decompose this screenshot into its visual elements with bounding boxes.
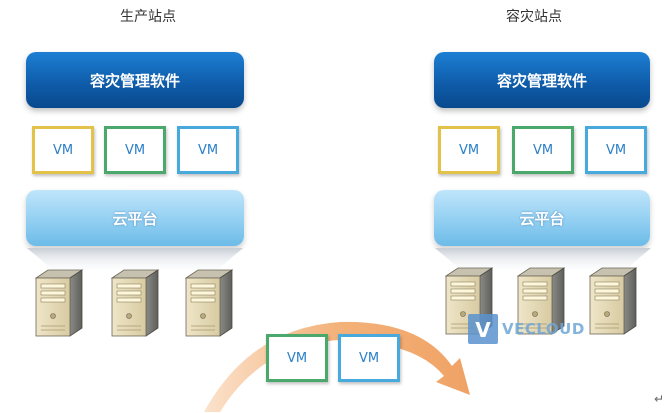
vecloud-watermark-text: VECLOUD — [502, 320, 585, 338]
paragraph-return-mark: ↵ — [654, 392, 665, 406]
dr-platform-funnel — [435, 248, 651, 270]
vecloud-logo-icon: V — [468, 314, 498, 344]
production-server-2 — [111, 269, 159, 337]
dr-site-title: 容灾站点 — [506, 9, 562, 25]
dr-server-3 — [589, 267, 637, 335]
dr-vm-1: VM — [438, 126, 500, 174]
migrating-vm-2: VM — [338, 334, 400, 382]
dr-vm-2: VM — [512, 126, 574, 174]
production-site-title: 生产站点 — [120, 9, 176, 25]
production-vm-2: VM — [104, 126, 166, 174]
dr-software-box: 容灾管理软件 — [434, 52, 650, 108]
migrating-vm-1: VM — [266, 334, 328, 382]
production-vm-3: VM — [177, 126, 239, 174]
production-server-1 — [35, 269, 83, 337]
production-dr-software-box: 容灾管理软件 — [26, 52, 244, 108]
production-platform-funnel — [27, 248, 243, 270]
production-server-3 — [185, 269, 233, 337]
production-vm-1: VM — [32, 126, 94, 174]
dr-cloud-platform-box: 云平台 — [434, 190, 650, 246]
dr-vm-3: VM — [585, 126, 647, 174]
production-cloud-platform-box: 云平台 — [26, 190, 244, 246]
vecloud-logo-letter: V — [475, 318, 491, 342]
